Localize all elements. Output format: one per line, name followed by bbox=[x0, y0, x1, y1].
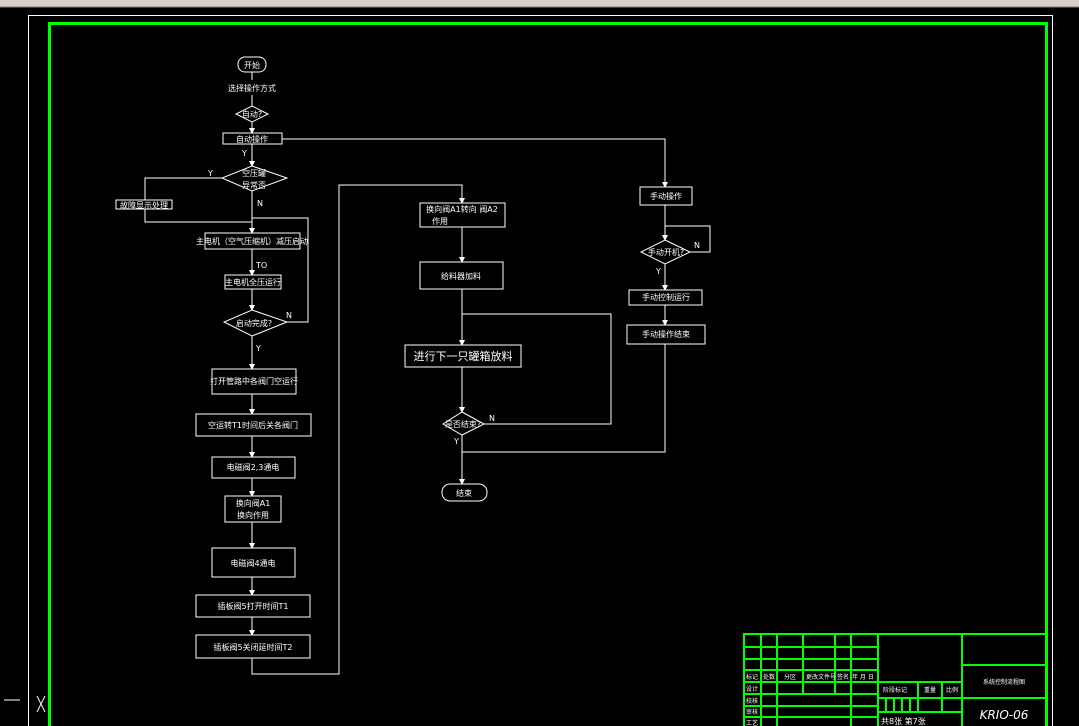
manual-op-box bbox=[639, 186, 693, 206]
next-tank-box bbox=[404, 344, 522, 368]
end-label: 结束 bbox=[456, 488, 472, 498]
valve-4-label: 电磁阀4通电 bbox=[230, 558, 275, 568]
sheets-label: 共8张 第7张 bbox=[881, 716, 926, 726]
fault-handle-box bbox=[115, 199, 173, 210]
t0-label: TO bbox=[255, 261, 267, 270]
start-label: 开始 bbox=[244, 60, 260, 70]
manual-end-box bbox=[626, 324, 706, 345]
auto-decision bbox=[234, 105, 270, 123]
fault-q-label-2: 异常否 bbox=[242, 181, 266, 190]
fault-decision bbox=[220, 165, 289, 192]
compressor-start-label: 主电机（空气压缩机）减压启动 bbox=[196, 236, 308, 246]
manual-op-label: 手动操作 bbox=[650, 191, 682, 201]
select-mode-label: 选择操作方式 bbox=[228, 83, 276, 93]
fault-handle-label: 故障显示处理 bbox=[120, 200, 168, 210]
valve-23-box bbox=[211, 456, 296, 479]
manual-decision bbox=[639, 239, 692, 265]
title-block bbox=[743, 633, 1047, 726]
manual-run-box bbox=[628, 289, 703, 306]
col-zone: 分区 bbox=[784, 673, 796, 681]
valve-5-open-label: 插板阀5打开时间T1 bbox=[217, 601, 288, 611]
yes-label-3: Y bbox=[255, 344, 261, 353]
row-check: 校核 bbox=[746, 697, 758, 705]
valve-23-label: 电磁阀2,3通电 bbox=[227, 462, 280, 472]
compressor-start-box bbox=[204, 232, 301, 250]
delay-close-label: 空运转T1时间后关各阀门 bbox=[208, 420, 298, 430]
feeder-label: 给料器加料 bbox=[441, 271, 481, 281]
stage-mark: 阶段标记 bbox=[883, 686, 907, 694]
manual-run-label: 手动控制运行 bbox=[642, 292, 690, 302]
scale-label: 比例 bbox=[946, 686, 958, 694]
weight-label: 重量 bbox=[924, 686, 936, 694]
started-decision bbox=[222, 309, 289, 337]
col-mark: 标记 bbox=[746, 673, 758, 681]
no-label-4: N bbox=[694, 241, 700, 250]
done-q-label: 是否结束? bbox=[445, 419, 481, 429]
col-sign: 签名 bbox=[837, 673, 849, 681]
manual-q-label: 手动开机? bbox=[648, 247, 684, 257]
valve-5-close-box bbox=[195, 634, 311, 659]
switch-a1-label-1: 换向阀A1 bbox=[236, 498, 271, 508]
switch-a1-box bbox=[224, 495, 282, 523]
row-process: 工艺 bbox=[746, 719, 758, 726]
valve-4-box bbox=[211, 547, 296, 578]
yes-label-2: Y bbox=[207, 169, 213, 178]
top-ruler bbox=[0, 0, 1079, 7]
yes-label-4: Y bbox=[453, 437, 459, 446]
col-date: 年 月 日 bbox=[852, 673, 874, 681]
switch-a1-label-2: 换向作用 bbox=[237, 510, 269, 520]
start-terminal bbox=[237, 56, 267, 73]
row-audit: 审核 bbox=[746, 708, 758, 716]
drawing-number: KRIO-06 bbox=[980, 708, 1029, 722]
drawing-title: 系统控制流程图 bbox=[983, 678, 1025, 686]
auto-op-label: 自动操作 bbox=[236, 134, 268, 144]
fault-q-label-1: 空压罐 bbox=[242, 168, 266, 178]
drawing-frame bbox=[48, 22, 1048, 726]
col-doc: 更改文件号 bbox=[806, 673, 836, 681]
no-label-2: N bbox=[286, 311, 292, 320]
auto-op-box bbox=[222, 132, 283, 145]
next-tank-label: 进行下一只罐箱放料 bbox=[414, 349, 513, 363]
outer-border bbox=[28, 15, 1053, 726]
full-run-box bbox=[224, 274, 282, 290]
no-label-3: N bbox=[489, 414, 495, 423]
switch-a1a2-label-2: 作用 bbox=[432, 216, 448, 226]
valve-5-close-label: 插板阀5关闭延时间T2 bbox=[213, 642, 292, 652]
row-design: 设计 bbox=[746, 685, 758, 693]
open-valve-box bbox=[211, 368, 297, 395]
started-q-label: 启动完成? bbox=[236, 318, 272, 328]
flow-lines bbox=[144, 72, 711, 675]
switch-a1a2-label-1: 换向阀A1转向 阀A2 bbox=[426, 204, 498, 214]
auto-q-label: 自动? bbox=[242, 109, 262, 119]
ucs-icon bbox=[4, 695, 46, 713]
valve-5-open-box bbox=[195, 594, 311, 618]
col-count: 处数 bbox=[763, 673, 775, 681]
open-valve-label: 打开管路中各阀门空运行 bbox=[210, 376, 298, 386]
end-terminal bbox=[441, 483, 488, 502]
full-run-label: 主电机全压运行 bbox=[225, 277, 281, 287]
switch-a1a2-box bbox=[419, 202, 506, 228]
yes-label-5: Y bbox=[655, 267, 661, 276]
yes-label-1: Y bbox=[241, 149, 247, 158]
no-label-1: N bbox=[257, 199, 263, 208]
done-decision bbox=[442, 411, 486, 436]
feeder-box bbox=[419, 261, 504, 290]
delay-close-box bbox=[195, 413, 312, 437]
manual-end-label: 手动操作结束 bbox=[642, 329, 690, 339]
